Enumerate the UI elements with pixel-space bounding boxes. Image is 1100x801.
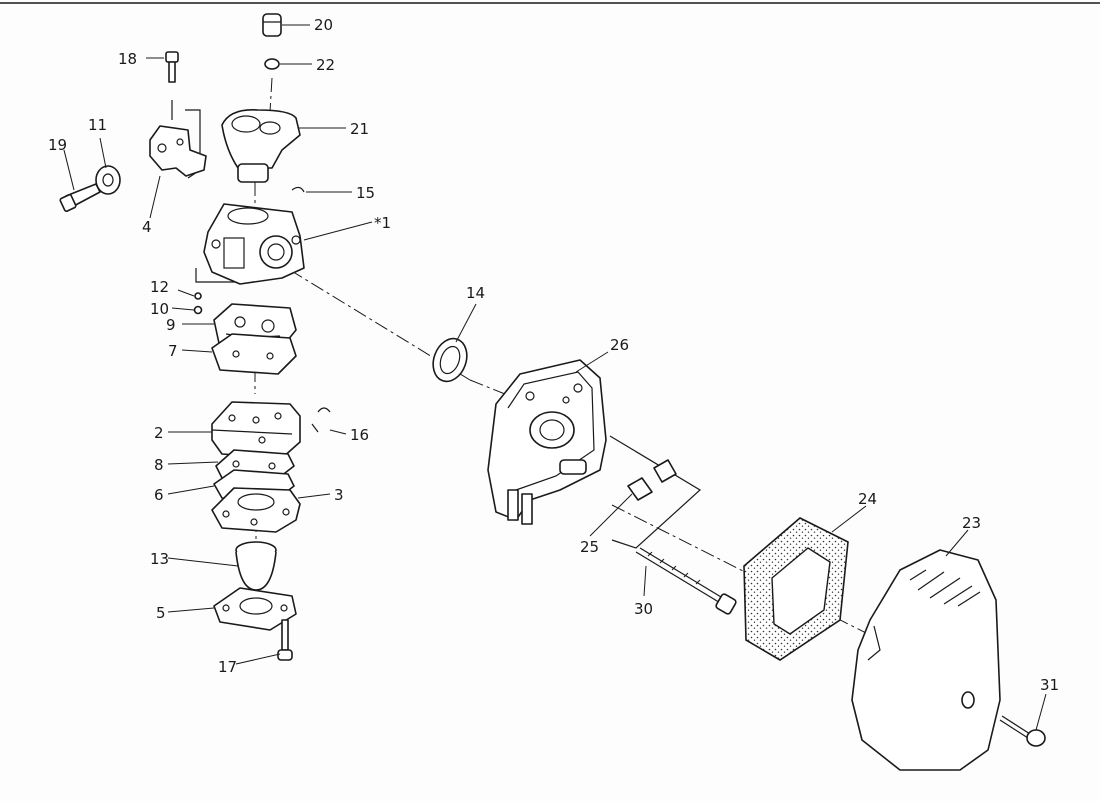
label-part-31: 31 <box>1040 676 1059 694</box>
part-13-primer-bulb <box>235 541 277 591</box>
label-part-6: 6 <box>154 486 164 504</box>
part-30-long-bolt <box>635 547 737 615</box>
part-23-air-cleaner-cover <box>851 549 1001 771</box>
label-part-8: 8 <box>154 456 164 474</box>
label-part-12: 12 <box>150 278 169 296</box>
label-part-5: 5 <box>156 604 166 622</box>
label-part-7: 7 <box>168 342 178 360</box>
part-16-clip <box>311 407 331 433</box>
part-15-clip <box>291 186 305 193</box>
label-part-10: 10 <box>150 300 169 318</box>
label-part-14: 14 <box>466 284 485 302</box>
part-1-carburetor-body <box>203 203 305 285</box>
part-3-cover <box>211 487 301 533</box>
label-part-9: 9 <box>166 316 176 334</box>
part-5-flange <box>213 587 297 631</box>
label-part-23: 23 <box>962 514 981 532</box>
part-14-gasket-ring <box>432 337 468 383</box>
label-part-4: 4 <box>142 218 152 236</box>
leader-lines <box>63 24 1047 731</box>
part-12-pin <box>194 292 202 300</box>
part-25-clip <box>627 459 677 501</box>
part-24-foam-filter <box>743 517 849 661</box>
label-part-18: 18 <box>118 50 137 68</box>
label-part-22: 22 <box>316 56 335 74</box>
label-part-15: 15 <box>356 184 375 202</box>
part-10-pin <box>193 305 203 315</box>
part-19-bolt <box>59 183 101 213</box>
part-7-diaphragm <box>211 333 297 375</box>
part-22-washer <box>264 58 280 70</box>
label-part-30: 30 <box>634 600 653 618</box>
part-21-pump-cover <box>221 108 301 183</box>
label-part-2: 2 <box>154 424 164 442</box>
part-labels: 20 22 18 21 15 *1 11 19 4 12 10 9 7 2 16… <box>48 16 1059 694</box>
label-part-24: 24 <box>858 490 877 508</box>
part-11-nut <box>95 165 121 195</box>
part-20-cap <box>262 13 282 37</box>
label-part-13: 13 <box>150 550 169 568</box>
label-part-21: 21 <box>350 120 369 138</box>
part-2-pump-body <box>211 401 301 459</box>
part-18-screw <box>165 51 179 83</box>
label-part-3: 3 <box>334 486 344 504</box>
label-part-1: *1 <box>374 214 391 232</box>
part-31-screw <box>999 715 1046 747</box>
label-part-19: 19 <box>48 136 67 154</box>
label-part-20: 20 <box>314 16 333 34</box>
label-part-26: 26 <box>610 336 629 354</box>
label-part-25: 25 <box>580 538 599 556</box>
label-part-16: 16 <box>350 426 369 444</box>
label-part-11: 11 <box>88 116 107 134</box>
label-part-17: 17 <box>218 658 237 676</box>
part-4-bracket <box>149 125 207 177</box>
part-17-screw <box>277 619 293 661</box>
part-26-air-cleaner-base <box>487 359 607 525</box>
